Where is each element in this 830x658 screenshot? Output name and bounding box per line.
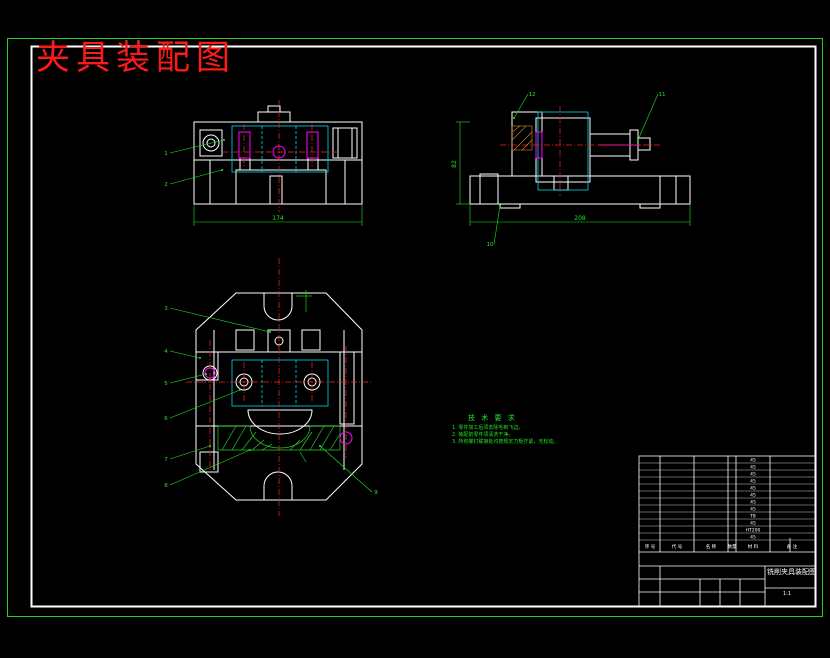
material-cell: 45 [750,535,756,541]
material-cell: 45 [750,493,756,499]
side-view-hidden [537,111,589,191]
front-view-hidden [231,125,329,173]
leader-line-2 [169,169,223,185]
balloon-10: 10 [487,242,494,248]
material-cell: 45 [750,458,756,464]
front-view-highlight [238,131,319,159]
balloon-11: 11 [659,92,666,98]
tech-requirement-3: 3. 所有螺钉联接处均按规定力矩拧紧，无松动。 [452,439,559,445]
leader-dot-1 [223,139,225,141]
leader-line-8 [169,449,251,486]
title-block-header-cell: 数量 [728,543,737,550]
balloon-5: 5 [164,381,168,387]
material-cell: 45 [750,465,756,471]
tech-requirement-2: 2. 装配前零件须清洗干净。 [452,432,514,438]
tech-requirement-1: 1. 零件加工后须去除毛刺飞边。 [452,425,524,431]
material-cell: 45 [750,507,756,513]
leader-dot-5 [205,373,207,375]
leader-line-1 [169,139,225,154]
side-view-hatch [511,125,533,151]
drawing-name: 铣削夹具装配图 [767,568,816,577]
tech-requirements: 技 术 要 求 1. 零件加工后须去除毛刺飞边。 2. 装配前零件须清洗干净。 … [452,413,558,446]
leader-line-5 [169,373,207,384]
plan-view-centerlines [186,258,372,516]
leader-dot-6 [239,389,241,391]
balloon-6: 6 [164,416,168,422]
leader-dot-10 [499,205,501,207]
balloon-2: 2 [164,182,168,188]
leader-dot-9 [319,445,321,447]
leader-line-4 [169,350,201,359]
leader-dot-12 [513,117,515,119]
plan-view-hidden [231,359,329,407]
leader-line-9 [319,445,373,493]
outer-border [7,38,823,617]
title-block-header-cell: 备 注 [787,543,798,550]
balloon-8: 8 [164,483,168,489]
drawing-name-line-1: 铣削夹具装配图 [767,568,816,576]
balloon-9: 9 [374,490,378,496]
title-block-header-cell: 代 号 [672,543,683,550]
balloon-1: 1 [164,151,168,157]
balloon-4: 4 [164,349,168,355]
title-block-rows [639,462,815,541]
leader-line-12 [513,93,529,119]
leader-dot-2 [221,169,223,171]
front-view-centerlines [222,100,340,212]
title-block-header-cell: 名 称 [706,543,717,550]
leader-line-3 [169,307,271,333]
material-cell: 45 [750,479,756,485]
inner-frame [30,45,817,608]
leader-line-7 [169,445,211,460]
material-cell: 45 [750,486,756,492]
title-block-header-cell: 序 号 [645,543,656,550]
leader-dot-7 [209,445,211,447]
material-cell: 45 [750,500,756,506]
dimension-174: 174 [272,215,284,222]
leader-line-10 [493,205,501,245]
title-block [638,455,816,607]
balloon-7: 7 [164,457,168,463]
material-cell: 45 [750,472,756,478]
dimension-208: 208 [574,215,586,222]
side-view [469,111,691,209]
material-cell: 45 [750,521,756,527]
plan-view-green-marks [296,290,312,463]
plan-view-hatch [217,425,341,451]
leader-dot-8 [249,449,251,451]
front-view-dimension [193,204,363,226]
title-block-header-cell: 材 料 [748,543,759,550]
title-block-headers: 序 号 代 号 名 称 数量 材 料 备 注 [645,543,798,550]
material-cell: T8 [749,514,756,520]
side-view-dimension [456,121,691,226]
tech-requirements-heading: 技 术 要 求 [468,414,517,422]
balloon-12: 12 [529,92,536,98]
leader-line-6 [169,389,241,419]
dimension-82: 82 [451,160,458,168]
front-view [193,105,363,205]
scale-value: 1:1 [783,591,792,597]
leader-line-11 [637,93,659,141]
leader-dot-4 [199,357,201,359]
material-cell: HT200 [746,528,761,534]
leader-lines [169,93,659,493]
leader-dot-3 [269,331,271,333]
drawing-title: 夹具装配图 [36,38,236,78]
balloon-3: 3 [164,306,168,312]
leader-dot-11 [637,139,639,141]
